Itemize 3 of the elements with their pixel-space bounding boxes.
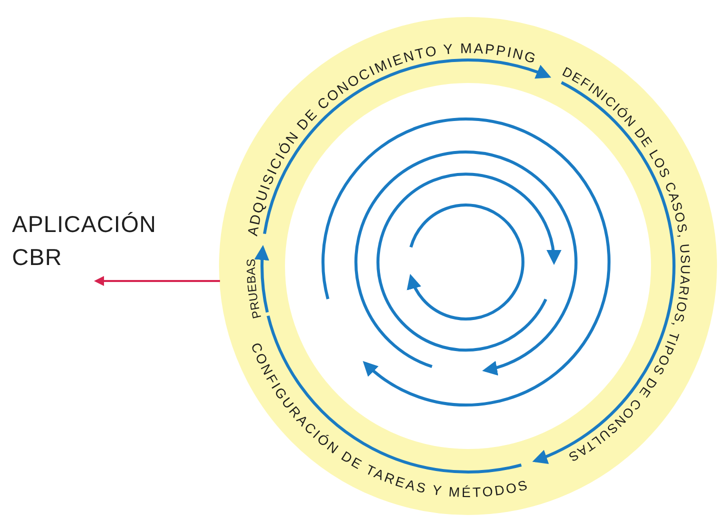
arrow [254, 245, 270, 313]
result-label: APLICACIÓN CBR [12, 208, 177, 274]
arrow [94, 276, 220, 286]
